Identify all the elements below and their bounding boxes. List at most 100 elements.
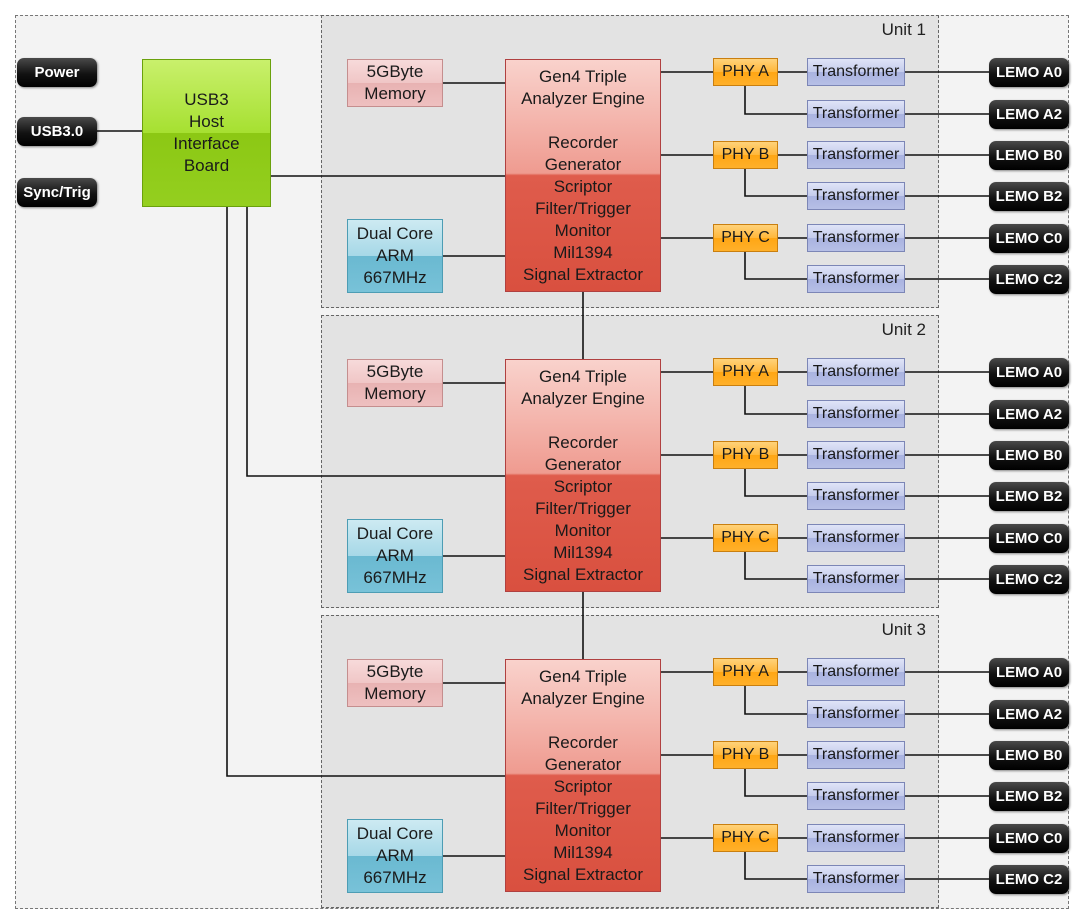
- engine-line: Generator: [544, 455, 622, 474]
- wire-phy-to-transformer-2: [744, 386, 807, 415]
- engine-line: Recorder: [548, 433, 618, 452]
- engine-line: Signal Extractor: [523, 865, 643, 884]
- transformer-block-line: Transformer: [812, 363, 900, 380]
- arm-cpu-block-line: ARM: [376, 546, 414, 565]
- connector-lemo-c2: LEMO C2: [989, 265, 1069, 294]
- arm-cpu-block-line: Dual Core: [356, 524, 434, 543]
- engine-line: Filter/Trigger: [535, 499, 631, 518]
- connector-lemo-a0: LEMO A0: [989, 358, 1069, 387]
- transformer-block: Transformer: [807, 224, 905, 252]
- transformer-block: Transformer: [807, 482, 905, 510]
- phy-b: PHY B: [713, 441, 778, 469]
- wire-phy-to-transformer-2: [744, 769, 807, 797]
- connector-lemo-a0: LEMO A0: [989, 658, 1069, 687]
- connector-lemo-c2: LEMO C2: [989, 865, 1069, 894]
- transformer-block-line: Transformer: [812, 487, 900, 504]
- wire-phy-to-transformer-2: [744, 552, 807, 580]
- unit-label: Unit 2: [881, 320, 926, 339]
- transformer-block-line: Transformer: [812, 663, 900, 680]
- phy-c-line: PHY C: [721, 529, 770, 546]
- phy-c: PHY C: [713, 824, 778, 852]
- transformer-block: Transformer: [807, 441, 905, 469]
- phy-b-line: PHY B: [721, 746, 770, 763]
- transformer-block: Transformer: [807, 700, 905, 728]
- arm-cpu-block-line: ARM: [376, 846, 414, 865]
- arm-cpu-block-line: Dual Core: [356, 224, 434, 243]
- transformer-block-line: Transformer: [812, 746, 900, 763]
- phy-a-line: PHY A: [722, 363, 769, 380]
- usb3-host-interface-board-line: USB3: [184, 90, 229, 109]
- connector-power: Power: [17, 58, 97, 87]
- phy-a-line: PHY A: [722, 63, 769, 80]
- phy-a-line: PHY A: [722, 663, 769, 680]
- engine-line: Recorder: [548, 733, 618, 752]
- engine-line: Monitor: [554, 821, 612, 840]
- transformer-block-line: Transformer: [812, 405, 900, 422]
- transformer-block: Transformer: [807, 565, 905, 593]
- connector-lemo-b2: LEMO B2: [989, 782, 1069, 811]
- phy-c-line: PHY C: [721, 229, 770, 246]
- engine-line: Monitor: [554, 521, 612, 540]
- memory-block-line: 5GByte: [366, 62, 424, 81]
- engine-line: Gen4 Triple: [539, 67, 627, 86]
- memory-block-line: Memory: [364, 684, 426, 703]
- transformer-block-line: Transformer: [812, 446, 900, 463]
- wire-phy-to-transformer-2: [744, 469, 807, 497]
- engine-line: Signal Extractor: [523, 565, 643, 584]
- connector-lemo-c0: LEMO C0: [989, 824, 1069, 853]
- phy-a: PHY A: [713, 658, 778, 686]
- engine-line: Generator: [544, 155, 622, 174]
- transformer-block-line: Transformer: [812, 829, 900, 846]
- memory-block-line: Memory: [364, 84, 426, 103]
- phy-a: PHY A: [713, 58, 778, 86]
- engine-line: Mil1394: [553, 843, 613, 862]
- transformer-block: Transformer: [807, 358, 905, 386]
- transformer-block: Transformer: [807, 100, 905, 128]
- phy-a: PHY A: [713, 358, 778, 386]
- connector-lemo-a0: LEMO A0: [989, 58, 1069, 87]
- connector-sync-trig: Sync/Trig: [17, 178, 97, 207]
- transformer-block: Transformer: [807, 782, 905, 810]
- transformer-block: Transformer: [807, 58, 905, 86]
- engine-line: Mil1394: [553, 243, 613, 262]
- engine-line: Recorder: [548, 133, 618, 152]
- transformer-block-line: Transformer: [812, 63, 900, 80]
- engine-line: Monitor: [554, 221, 612, 240]
- transformer-block: Transformer: [807, 182, 905, 210]
- arm-cpu-block-line: ARM: [376, 246, 414, 265]
- transformer-block: Transformer: [807, 658, 905, 686]
- unit-label: Unit 3: [881, 620, 926, 639]
- arm-cpu-block-line: Dual Core: [356, 824, 434, 843]
- engine-line: Mil1394: [553, 543, 613, 562]
- wire-board-to-unit-3: [226, 207, 505, 777]
- transformer-block-line: Transformer: [812, 870, 900, 887]
- connector-lemo-b0: LEMO B0: [989, 741, 1069, 770]
- connector-lemo-b0: LEMO B0: [989, 141, 1069, 170]
- phy-b: PHY B: [713, 741, 778, 769]
- transformer-block: Transformer: [807, 265, 905, 293]
- arm-cpu-block-line: 667MHz: [363, 268, 427, 287]
- memory-block-line: Memory: [364, 384, 426, 403]
- engine-line: Gen4 Triple: [539, 367, 627, 386]
- phy-c-line: PHY C: [721, 829, 770, 846]
- transformer-block: Transformer: [807, 400, 905, 428]
- usb3-host-interface-board-line: Interface: [173, 134, 240, 153]
- connector-lemo-a2: LEMO A2: [989, 700, 1069, 729]
- wire-phy-to-transformer-2: [744, 686, 807, 715]
- transformer-block-line: Transformer: [812, 705, 900, 722]
- phy-c: PHY C: [713, 524, 778, 552]
- wire-phy-to-transformer-2: [744, 86, 807, 115]
- transformer-block-line: Transformer: [812, 229, 900, 246]
- arm-cpu-block-line: 667MHz: [363, 868, 427, 887]
- phy-b-line: PHY B: [721, 446, 770, 463]
- engine-line: Analyzer Engine: [521, 689, 645, 708]
- transformer-block: Transformer: [807, 141, 905, 169]
